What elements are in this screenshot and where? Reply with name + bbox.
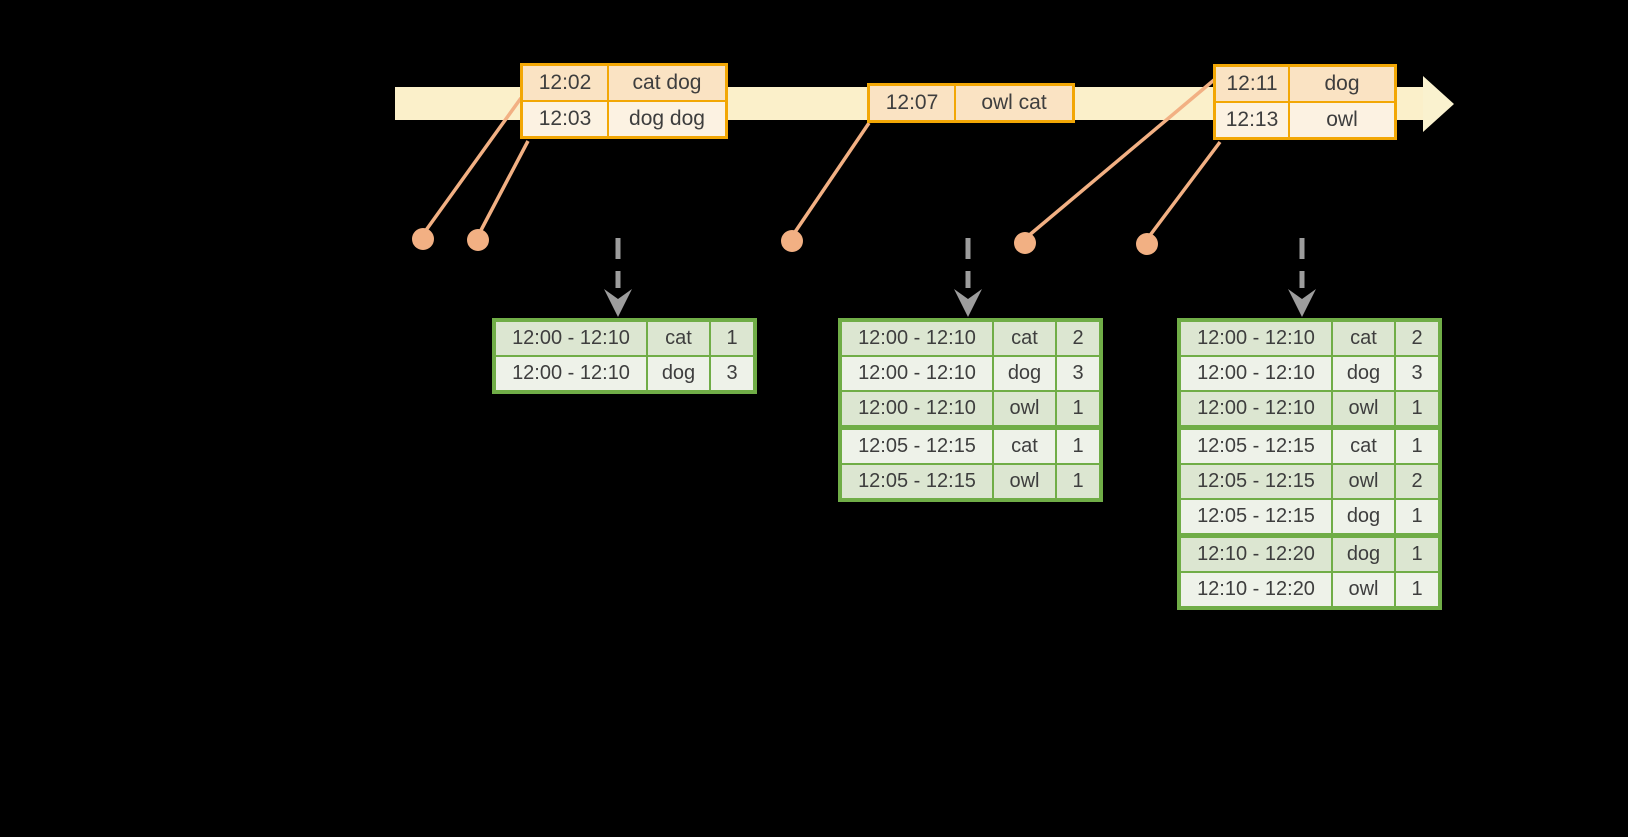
word-cell: cat	[994, 322, 1055, 355]
event-dot	[412, 228, 434, 250]
word-cell: owl	[994, 392, 1055, 425]
word-cell: dog	[1333, 500, 1394, 533]
window-cell: 12:00 - 12:10	[842, 322, 992, 355]
word-cell: owl	[1333, 392, 1394, 425]
timeline-arrowhead-icon	[1423, 76, 1454, 132]
event-words-cell: owl	[1290, 103, 1394, 137]
window-cell: 12:00 - 12:10	[1181, 357, 1331, 390]
event-time-cell: 12:02	[523, 66, 607, 100]
window-cell: 12:00 - 12:10	[842, 357, 992, 390]
count-cell: 3	[711, 357, 753, 390]
connector-line	[477, 140, 530, 235]
window-cell: 12:00 - 12:10	[1181, 322, 1331, 355]
event-time-cell: 12:13	[1216, 103, 1288, 137]
dashed-arrowhead-icon	[1288, 289, 1316, 317]
window-cell: 12:05 - 12:15	[1181, 500, 1331, 533]
window-cell: 12:10 - 12:20	[1181, 573, 1331, 606]
window-cell: 12:05 - 12:15	[842, 465, 992, 498]
word-cell: owl	[1333, 573, 1394, 606]
count-cell: 3	[1057, 357, 1099, 390]
word-cell: dog	[1333, 538, 1394, 571]
word-cell: cat	[994, 430, 1055, 463]
count-cell: 1	[711, 322, 753, 355]
word-cell: cat	[1333, 430, 1394, 463]
count-cell: 2	[1057, 322, 1099, 355]
connector-line	[791, 122, 871, 236]
event-words-cell: owl cat	[956, 86, 1072, 120]
count-cell: 1	[1396, 573, 1438, 606]
window-cell: 12:00 - 12:10	[496, 322, 646, 355]
word-cell: dog	[994, 357, 1055, 390]
dashed-arrowhead-icon	[954, 289, 982, 317]
window-cell: 12:10 - 12:20	[1181, 538, 1331, 571]
dashed-arrowhead-icon	[604, 289, 632, 317]
window-cell: 12:00 - 12:10	[496, 357, 646, 390]
window-cell: 12:05 - 12:15	[1181, 465, 1331, 498]
window-cell: 12:05 - 12:15	[1181, 430, 1331, 463]
word-cell: cat	[648, 322, 709, 355]
count-cell: 1	[1057, 392, 1099, 425]
window-cell: 12:05 - 12:15	[842, 430, 992, 463]
event-dot	[1014, 232, 1036, 254]
word-cell: cat	[1333, 322, 1394, 355]
event-time-cell: 12:11	[1216, 67, 1288, 101]
word-cell: dog	[1333, 357, 1394, 390]
count-cell: 1	[1396, 538, 1438, 571]
event-words-cell: dog dog	[609, 102, 725, 136]
word-cell: dog	[648, 357, 709, 390]
count-cell: 1	[1057, 430, 1099, 463]
event-time-cell: 12:07	[870, 86, 954, 120]
count-cell: 3	[1396, 357, 1438, 390]
word-cell: owl	[994, 465, 1055, 498]
window-cell: 12:00 - 12:10	[842, 392, 992, 425]
count-cell: 1	[1396, 500, 1438, 533]
trigger-arrows	[615, 238, 1305, 288]
window-cell: 12:00 - 12:10	[1181, 392, 1331, 425]
connector-line	[1146, 140, 1222, 240]
event-marker-dots	[412, 228, 1158, 255]
event-dot	[1136, 233, 1158, 255]
word-cell: owl	[1333, 465, 1394, 498]
count-cell: 1	[1396, 392, 1438, 425]
count-cell: 1	[1396, 430, 1438, 463]
event-dot	[781, 230, 803, 252]
trigger-arrowheads	[604, 289, 1316, 317]
count-cell: 1	[1057, 465, 1099, 498]
count-cell: 2	[1396, 322, 1438, 355]
event-words-cell: dog	[1290, 67, 1394, 101]
count-cell: 2	[1396, 465, 1438, 498]
event-words-cell: cat dog	[609, 66, 725, 100]
event-dot	[467, 229, 489, 251]
event-time-cell: 12:03	[523, 102, 607, 136]
